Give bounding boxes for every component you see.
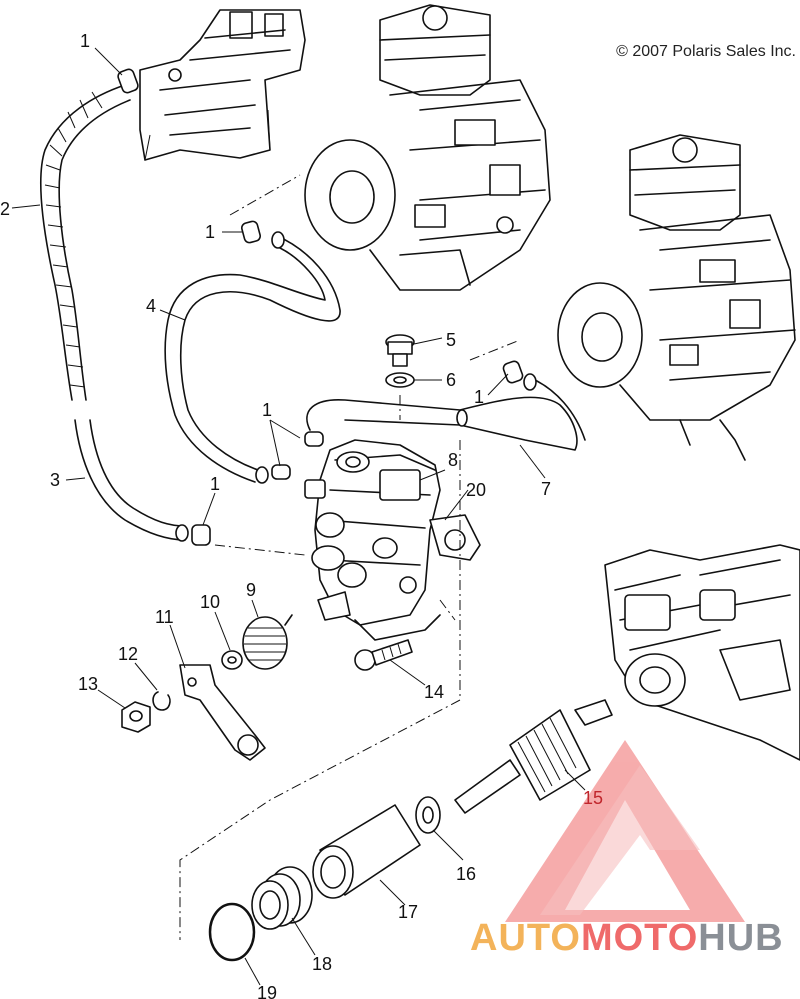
hose-2 (40, 84, 131, 401)
oil-pump (304, 439, 441, 641)
hose-7 (306, 373, 586, 451)
callout-18: 18 (312, 954, 332, 974)
reference-lines (179, 174, 521, 940)
callout-14: 14 (424, 682, 444, 702)
callout-11: 11 (155, 607, 174, 627)
banjo-bolt-5 (385, 334, 415, 367)
washer-10 (221, 650, 243, 670)
nut-13 (121, 701, 151, 733)
callout-13: 13 (78, 674, 98, 694)
watermark-logo-icon (505, 740, 745, 922)
callout-17: 17 (398, 902, 418, 922)
watermark-moto: MOTO (581, 917, 698, 959)
engine-case (604, 544, 800, 761)
lever-11 (179, 664, 266, 761)
watermark-hub: HUB (698, 917, 783, 959)
callout-2: 2 (0, 199, 10, 219)
spring-9 (242, 614, 293, 670)
callout-1: 1 (474, 387, 484, 407)
carburetor-upper (304, 4, 551, 291)
callout-8: 8 (448, 450, 458, 470)
callout-9: 9 (246, 580, 256, 600)
o-ring-19 (208, 902, 256, 962)
callout-15: 15 (583, 788, 603, 808)
callout-7: 7 (541, 479, 551, 499)
sleeve-17 (312, 804, 421, 899)
callout-12: 12 (118, 644, 138, 664)
airbox-assembly (139, 9, 306, 161)
drive-gear-15 (454, 699, 613, 814)
seal-18 (251, 866, 313, 930)
callout-1: 1 (262, 400, 272, 420)
callout-6: 6 (446, 370, 456, 390)
callout-19: 19 (257, 983, 277, 999)
callout-1: 1 (210, 474, 220, 494)
copyright-text: © 2007 Polaris Sales Inc. (616, 43, 796, 60)
callout-20: 20 (466, 480, 486, 500)
callout-1: 1 (80, 31, 90, 51)
callout-16: 16 (456, 864, 476, 884)
hose-3 (74, 419, 189, 542)
watermark-text: AUTOMOTOHUB (470, 917, 784, 959)
watermark-auto: AUTO (470, 917, 581, 959)
gasket-20 (429, 514, 481, 561)
callout-10: 10 (200, 592, 220, 612)
leader-lines (11, 47, 586, 986)
carburetor-right (557, 134, 796, 461)
callout-labels: 1 2 1 4 5 6 1 1 8 20 7 3 1 9 10 11 12 13… (0, 31, 603, 999)
clip-12 (152, 691, 171, 711)
hose-clamp-icon (117, 68, 524, 546)
bolt-14 (354, 639, 413, 671)
callout-1: 1 (205, 222, 215, 242)
callout-4: 4 (146, 296, 156, 316)
hose-4 (164, 231, 341, 484)
callout-5: 5 (446, 330, 456, 350)
callout-3: 3 (50, 470, 60, 490)
washer-6 (385, 372, 415, 388)
washer-16 (415, 796, 441, 834)
